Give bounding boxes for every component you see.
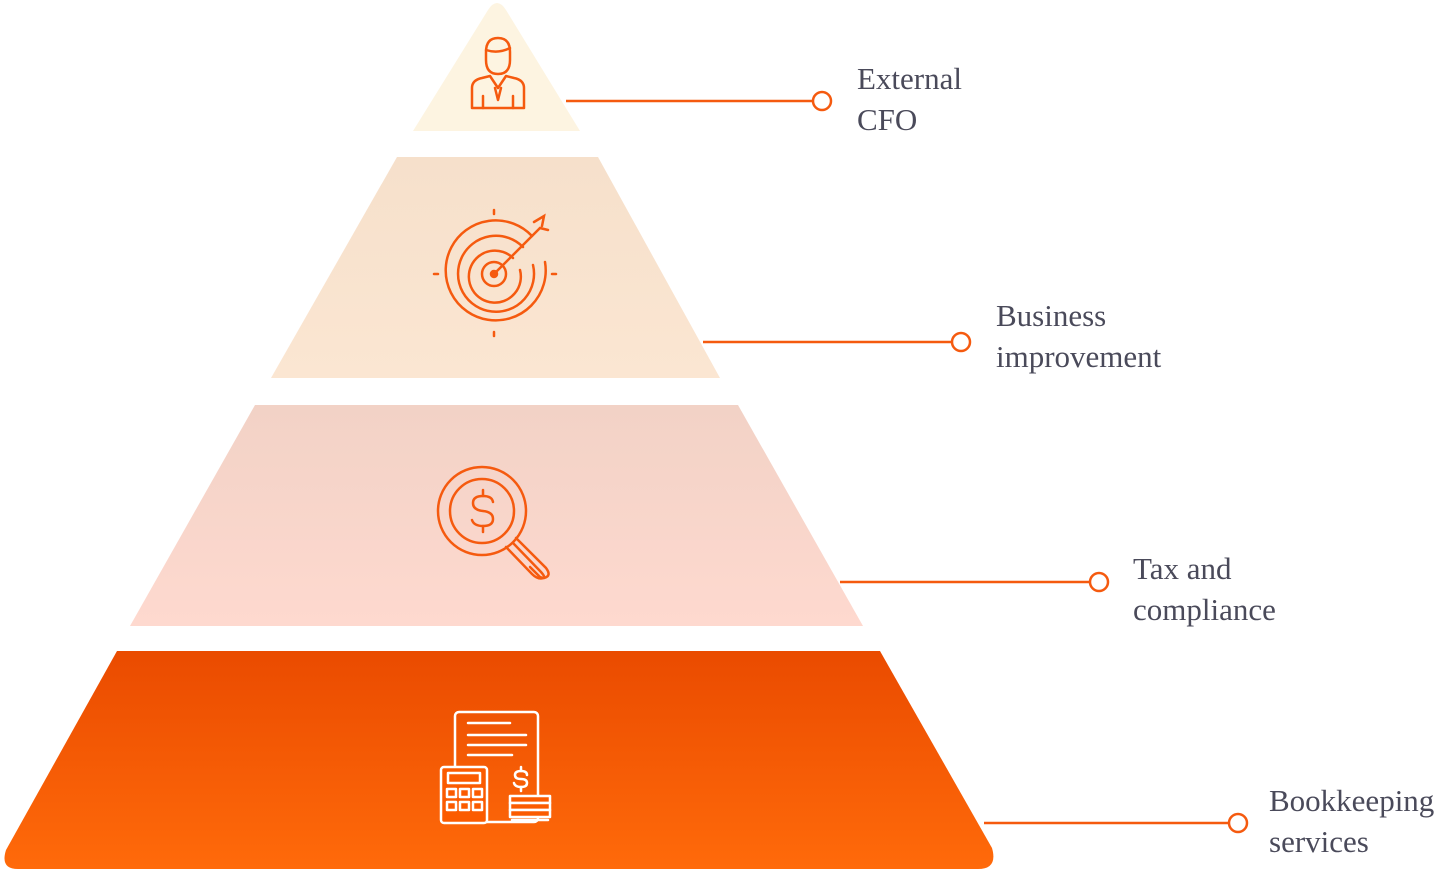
label-business-improvement: Business improvement (996, 295, 1161, 377)
connector-dot-tax (1088, 571, 1110, 593)
label-business-improvement-line2: improvement (996, 339, 1162, 374)
businessman-icon (470, 36, 526, 110)
label-tax-compliance-line1: Tax and (1133, 551, 1232, 586)
label-external-cfo-line2: CFO (857, 102, 918, 137)
label-external-cfo: External CFO (857, 58, 962, 140)
label-business-improvement-line1: Business (996, 298, 1107, 333)
pyramid-tier-external-cfo (413, 3, 580, 131)
label-bookkeeping-services: Bookkeeping services (1269, 780, 1434, 862)
dollar-magnifier-icon (436, 465, 550, 580)
label-external-cfo-line1: External (857, 61, 963, 96)
label-tax-compliance-line2: compliance (1133, 592, 1276, 627)
connector-dot-bookkeeping (1227, 812, 1249, 834)
pyramid-tier-business-improvement (271, 157, 720, 378)
pyramid-tier-tax-compliance (130, 405, 863, 626)
label-tax-compliance: Tax and compliance (1133, 548, 1276, 630)
calculator-document-icon (439, 710, 552, 825)
pyramid-tier-bookkeeping (4, 651, 994, 869)
label-bookkeeping-services-line2: services (1269, 824, 1369, 859)
connector-dot-cfo (811, 90, 833, 112)
label-bookkeeping-services-line1: Bookkeeping (1269, 783, 1435, 818)
connector-dot-business (950, 331, 972, 353)
target-icon (432, 208, 558, 338)
